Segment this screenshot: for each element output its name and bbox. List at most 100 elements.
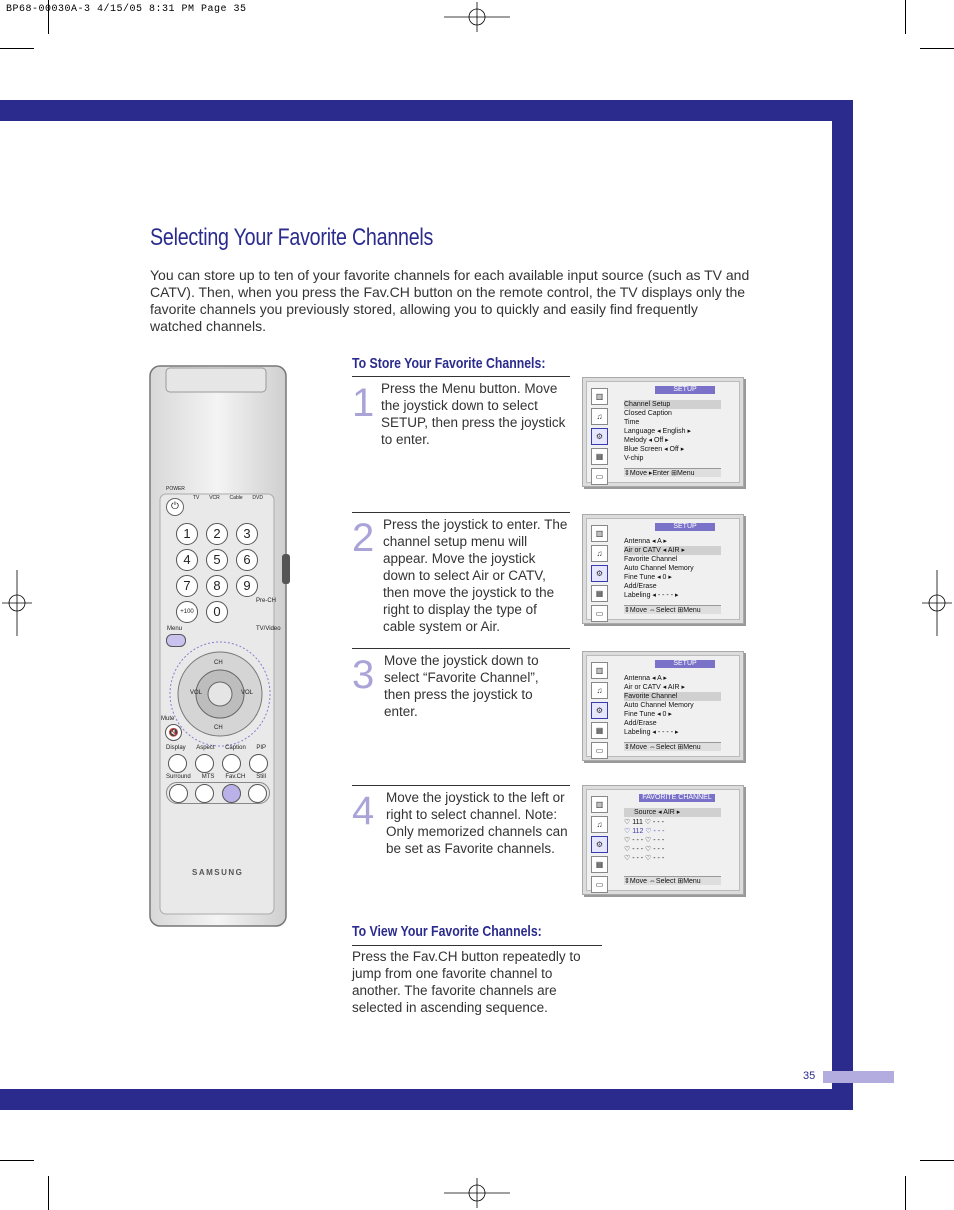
vol-down-label: VOL (190, 690, 203, 696)
input-icon: ▭ (591, 876, 608, 893)
menu-button[interactable] (166, 634, 186, 647)
registration-mark-bottom (444, 1178, 510, 1208)
osd-source-row: Source ◂ AIR ▸ (624, 808, 721, 817)
channel-icon: ▦ (591, 722, 608, 739)
osd-panel: ▥ ♫ ⚙ ▦ ▭ FAVORITE CHANNEL Source ◂ AIR … (586, 789, 740, 893)
plus100-button[interactable]: +100 (176, 601, 198, 623)
osd-sidebar: ▥ ♫ ⚙ ▦ ▭ (591, 525, 609, 625)
prech-label: Pre-CH (256, 598, 277, 604)
remote-control (149, 365, 290, 927)
step-4-number: 4 (352, 789, 375, 833)
caption-button[interactable] (222, 754, 241, 773)
osd-footer: ⇕Move ⇔Select ⊞Menu (624, 876, 721, 885)
sound-icon: ♫ (591, 408, 608, 425)
power-button[interactable]: ⏻ (166, 498, 184, 516)
osd-row: Fine Tune ◂ 0 ▸ (624, 711, 672, 718)
registration-mark-top (444, 2, 510, 32)
speaker-mute-icon: 🔇 (168, 728, 179, 737)
crop-mark (920, 1160, 954, 1161)
picture-icon: ▥ (591, 662, 608, 679)
tvvideo-label: TV/Video (256, 626, 281, 632)
digit-8-button[interactable]: 8 (206, 575, 228, 597)
digit-4-button[interactable]: 4 (176, 549, 198, 571)
crop-mark (905, 0, 906, 34)
osd-row: Melody ◂ Off ▸ (624, 437, 669, 444)
pip-button[interactable] (249, 754, 268, 773)
picture-icon: ▥ (591, 388, 608, 405)
surround-label: Surround (166, 774, 191, 780)
still-button[interactable] (247, 783, 267, 803)
osd-row: ♡ - - - ♡ - - - (624, 846, 665, 853)
digit-7-button[interactable]: 7 (176, 575, 198, 597)
setup-icon: ⚙ (591, 565, 608, 582)
osd-panel: ▥ ♫ ⚙ ▦ ▭ SETUP Antenna ◂ A ▸ Air or CAT… (586, 518, 740, 622)
registration-mark-left (2, 570, 32, 636)
sound-icon: ♫ (591, 682, 608, 699)
function-buttons-1 (168, 754, 268, 773)
step-1-text: Press the Menu button. Move the joystick… (381, 381, 566, 447)
display-label: Display (166, 745, 186, 751)
channel-icon: ▦ (591, 448, 608, 465)
step-2-text: Press the joystick to enter. The channel… (383, 517, 568, 634)
frame-band-right (832, 100, 853, 1110)
osd-panel: ▥ ♫ ⚙ ▦ ▭ SETUP Channel Setup Closed Cap… (586, 381, 740, 485)
step-1-number: 1 (352, 381, 375, 425)
setup-icon: ⚙ (591, 702, 608, 719)
setup-icon: ⚙ (591, 836, 608, 853)
mode-tv: TV (193, 495, 200, 501)
osd-row: V-chip (624, 455, 644, 462)
number-pad: 1 2 3 4 5 6 7 8 9 +100 0 (176, 523, 266, 623)
favch-button[interactable] (221, 783, 241, 803)
osd-row: Blue Screen ◂ Off ▸ (624, 446, 685, 453)
picture-icon: ▥ (591, 525, 608, 542)
remote-power-label: POWER (166, 486, 185, 492)
joystick-button[interactable] (209, 684, 231, 700)
menu-label: Menu (167, 626, 183, 632)
digit-5-button[interactable]: 5 (206, 549, 228, 571)
frame-band-top (0, 100, 853, 121)
osd-row: Air or CATV ◂ AIR ▸ (624, 684, 685, 691)
sound-icon: ♫ (591, 545, 608, 562)
view-text: Press the Fav.CH button repeatedly to ju… (352, 949, 581, 1015)
frame-band-bottom (0, 1089, 853, 1110)
osd-row: Channel Setup (624, 400, 721, 409)
mts-label: MTS (201, 774, 215, 780)
digit-6-button[interactable]: 6 (236, 549, 258, 571)
digit-3-button[interactable]: 3 (236, 523, 258, 545)
step-3-text: Move the joystick down to select “Favori… (384, 653, 539, 719)
osd-setup-2: ▥ ♫ ⚙ ▦ ▭ SETUP Antenna ◂ A ▸ Air or CAT… (582, 514, 744, 624)
osd-sidebar: ▥ ♫ ⚙ ▦ ▭ (591, 388, 609, 488)
crop-mark (48, 1176, 49, 1210)
samsung-logo: SAMSUNG (192, 868, 244, 877)
osd-header: SETUP (655, 386, 715, 394)
osd-row: Add/Erase (624, 720, 657, 727)
osd-favorite-channel: ▥ ♫ ⚙ ▦ ▭ FAVORITE CHANNEL Source ◂ AIR … (582, 785, 744, 895)
osd-row: Auto Channel Memory (624, 702, 694, 709)
osd-row: Language ◂ English ▸ (624, 428, 691, 435)
mts-button[interactable] (195, 783, 215, 803)
crop-mark (0, 1160, 34, 1161)
osd-row: Time (624, 419, 640, 426)
step-rule (352, 512, 570, 513)
ch-up-label: CH (214, 660, 223, 666)
channel-icon: ▦ (591, 585, 608, 602)
digit-9-button[interactable]: 9 (236, 575, 258, 597)
aspect-button[interactable] (195, 754, 214, 773)
still-label: Still (256, 774, 266, 780)
osd-panel: ▥ ♫ ⚙ ▦ ▭ SETUP Antenna ◂ A ▸ Air or CAT… (586, 655, 740, 759)
osd-header: SETUP (655, 660, 715, 668)
surround-button[interactable] (169, 783, 188, 803)
osd-row: Labeling ◂ - - - - ▸ (624, 729, 679, 736)
osd-row: ♡ - - - ♡ - - - (624, 855, 665, 862)
mode-cable: Cable (229, 495, 243, 501)
page-title: Selecting Your Favorite Channels (150, 224, 434, 251)
function-row-1: Display Aspect Caption PIP (166, 745, 266, 751)
digit-0-button[interactable]: 0 (206, 601, 228, 623)
osd-footer: ⇕Move ⇔Select ⊞Menu (624, 605, 721, 614)
page-number: 35 (803, 1070, 816, 1082)
mute-button[interactable]: 🔇 (165, 724, 182, 741)
digit-2-button[interactable]: 2 (206, 523, 228, 545)
display-button[interactable] (168, 754, 187, 773)
digit-1-button[interactable]: 1 (176, 523, 198, 545)
step-rule (352, 785, 570, 786)
